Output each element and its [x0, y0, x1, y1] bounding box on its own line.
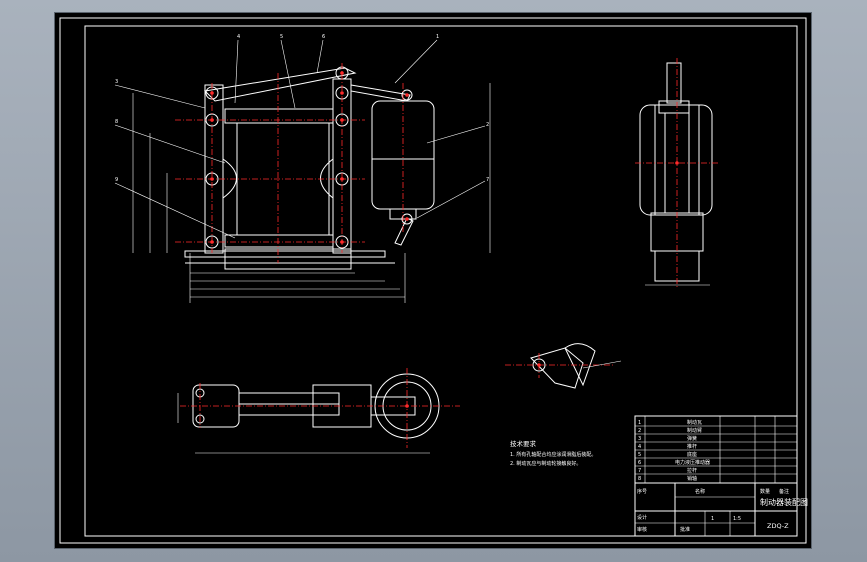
part-no-3: 3 [638, 436, 641, 442]
part-no-8: 8 [638, 476, 641, 482]
part-name-8: 销轴 [687, 475, 697, 482]
tech-notes-heading: 技术要求 [510, 439, 537, 448]
part-no-2: 2 [638, 428, 641, 434]
part-name-1: 制动瓦 [687, 419, 702, 426]
balloon-4: 4 [237, 34, 240, 40]
part-name-2: 制动臂 [687, 427, 702, 434]
balloon-7: 7 [486, 177, 489, 183]
top-view [177, 368, 460, 454]
sign-approve: 批准 [680, 526, 690, 533]
tech-note-2: 2. 制动瓦应与制动轮接触良好。 [510, 460, 581, 467]
balloon-9: 9 [115, 177, 118, 183]
sign-review: 审核 [637, 526, 647, 533]
outer-border [59, 17, 807, 544]
drawing-sheet-no: 1 [711, 516, 714, 522]
part-no-7: 7 [638, 468, 641, 474]
cad-drawing: 3 8 9 4 5 6 1 2 7 [59, 17, 808, 544]
header-col-note: 备注 [779, 488, 789, 495]
header-col-no: 序号 [637, 488, 647, 495]
detail-view [505, 343, 622, 389]
side-view [635, 58, 720, 288]
balloon-2: 2 [486, 122, 489, 128]
header-col-qty: 数量 [760, 488, 770, 495]
part-name-3: 弹簧 [687, 435, 697, 442]
drawing-title: 制动器装配图 [760, 497, 808, 507]
front-view [114, 39, 491, 303]
balloon-6: 6 [322, 34, 325, 40]
part-no-4: 4 [638, 444, 641, 450]
header-col-name: 名称 [695, 488, 705, 495]
drawing-scale: 1:5 [733, 516, 741, 522]
part-name-6: 电力液压推动器 [675, 459, 710, 466]
part-no-5: 5 [638, 452, 641, 458]
part-name-7: 拉杆 [687, 467, 697, 474]
balloon-8: 8 [115, 119, 118, 125]
part-name-4: 推杆 [687, 443, 697, 450]
balloon-3a: 3 [115, 79, 118, 85]
tech-note-1: 1. 所有孔轴配合均应涂润滑脂后装配。 [510, 451, 596, 458]
balloon-1: 1 [436, 34, 439, 40]
part-no-6: 6 [638, 460, 641, 466]
drawing-sheet: 3 8 9 4 5 6 1 2 7 [55, 13, 811, 548]
drawing-code: ZDQ-Z [767, 522, 789, 530]
title-block [634, 415, 798, 537]
part-no-1: 1 [638, 420, 641, 426]
sign-design: 设计 [637, 514, 647, 521]
part-name-5: 底座 [687, 451, 697, 458]
inner-border [84, 25, 798, 537]
balloon-5: 5 [280, 34, 283, 40]
